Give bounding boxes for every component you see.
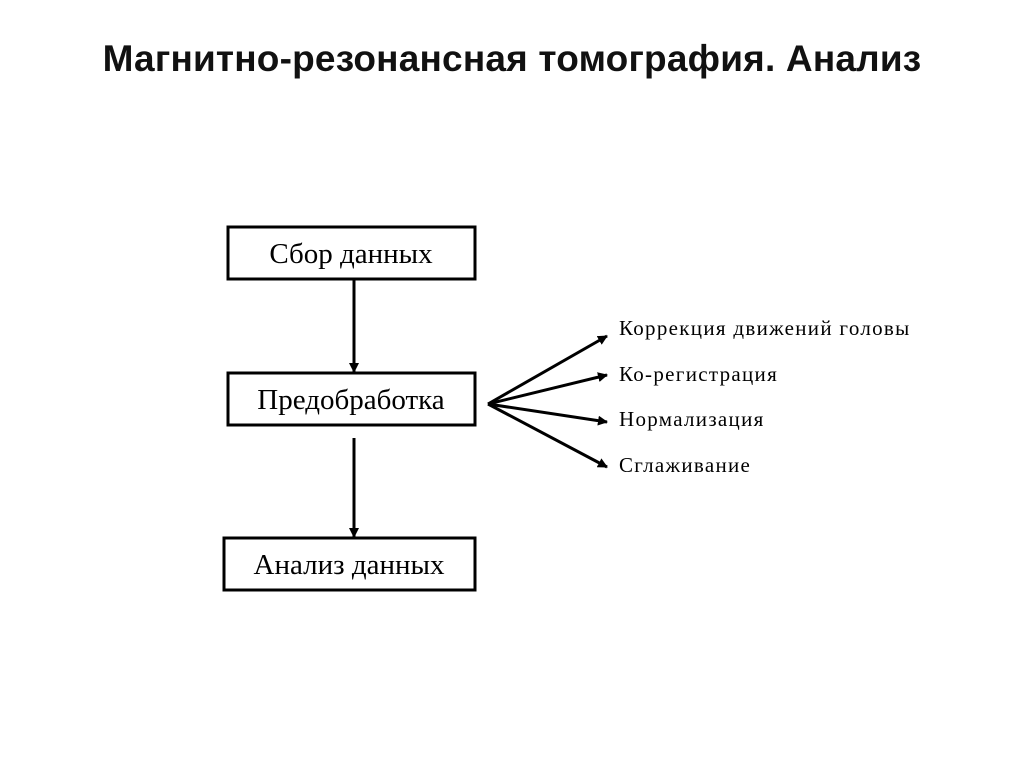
substep-normalization: Нормализация — [619, 407, 765, 431]
arrow-to-smoothing — [487, 402, 608, 469]
arrow-to-normalization — [487, 402, 608, 426]
node-collect-data: Сбор данных — [226, 225, 477, 281]
arrow-to-coregistration — [487, 372, 608, 406]
node-preprocessing: Предобработка — [226, 371, 477, 427]
node-data-analysis-label: Анализ данных — [254, 549, 445, 581]
arrow-to-head-motion-correction — [487, 334, 608, 406]
substep-coregistration: Ко-регистрация — [619, 362, 778, 386]
slide-title: Магнитно-резонансная томография. Анализ — [102, 38, 922, 79]
substep-head-motion-correction: Коррекция движений головы — [619, 316, 911, 340]
node-data-analysis: Анализ данных — [222, 536, 477, 592]
node-data-analysis-box — [222, 536, 477, 592]
substep-smoothing: Сглаживание — [619, 453, 751, 477]
node-collect-data-box — [226, 225, 477, 281]
node-collect-data-label: Сбор данных — [269, 238, 433, 270]
node-preprocessing-label: Предобработка — [257, 384, 445, 416]
node-preprocessing-box — [226, 371, 477, 427]
